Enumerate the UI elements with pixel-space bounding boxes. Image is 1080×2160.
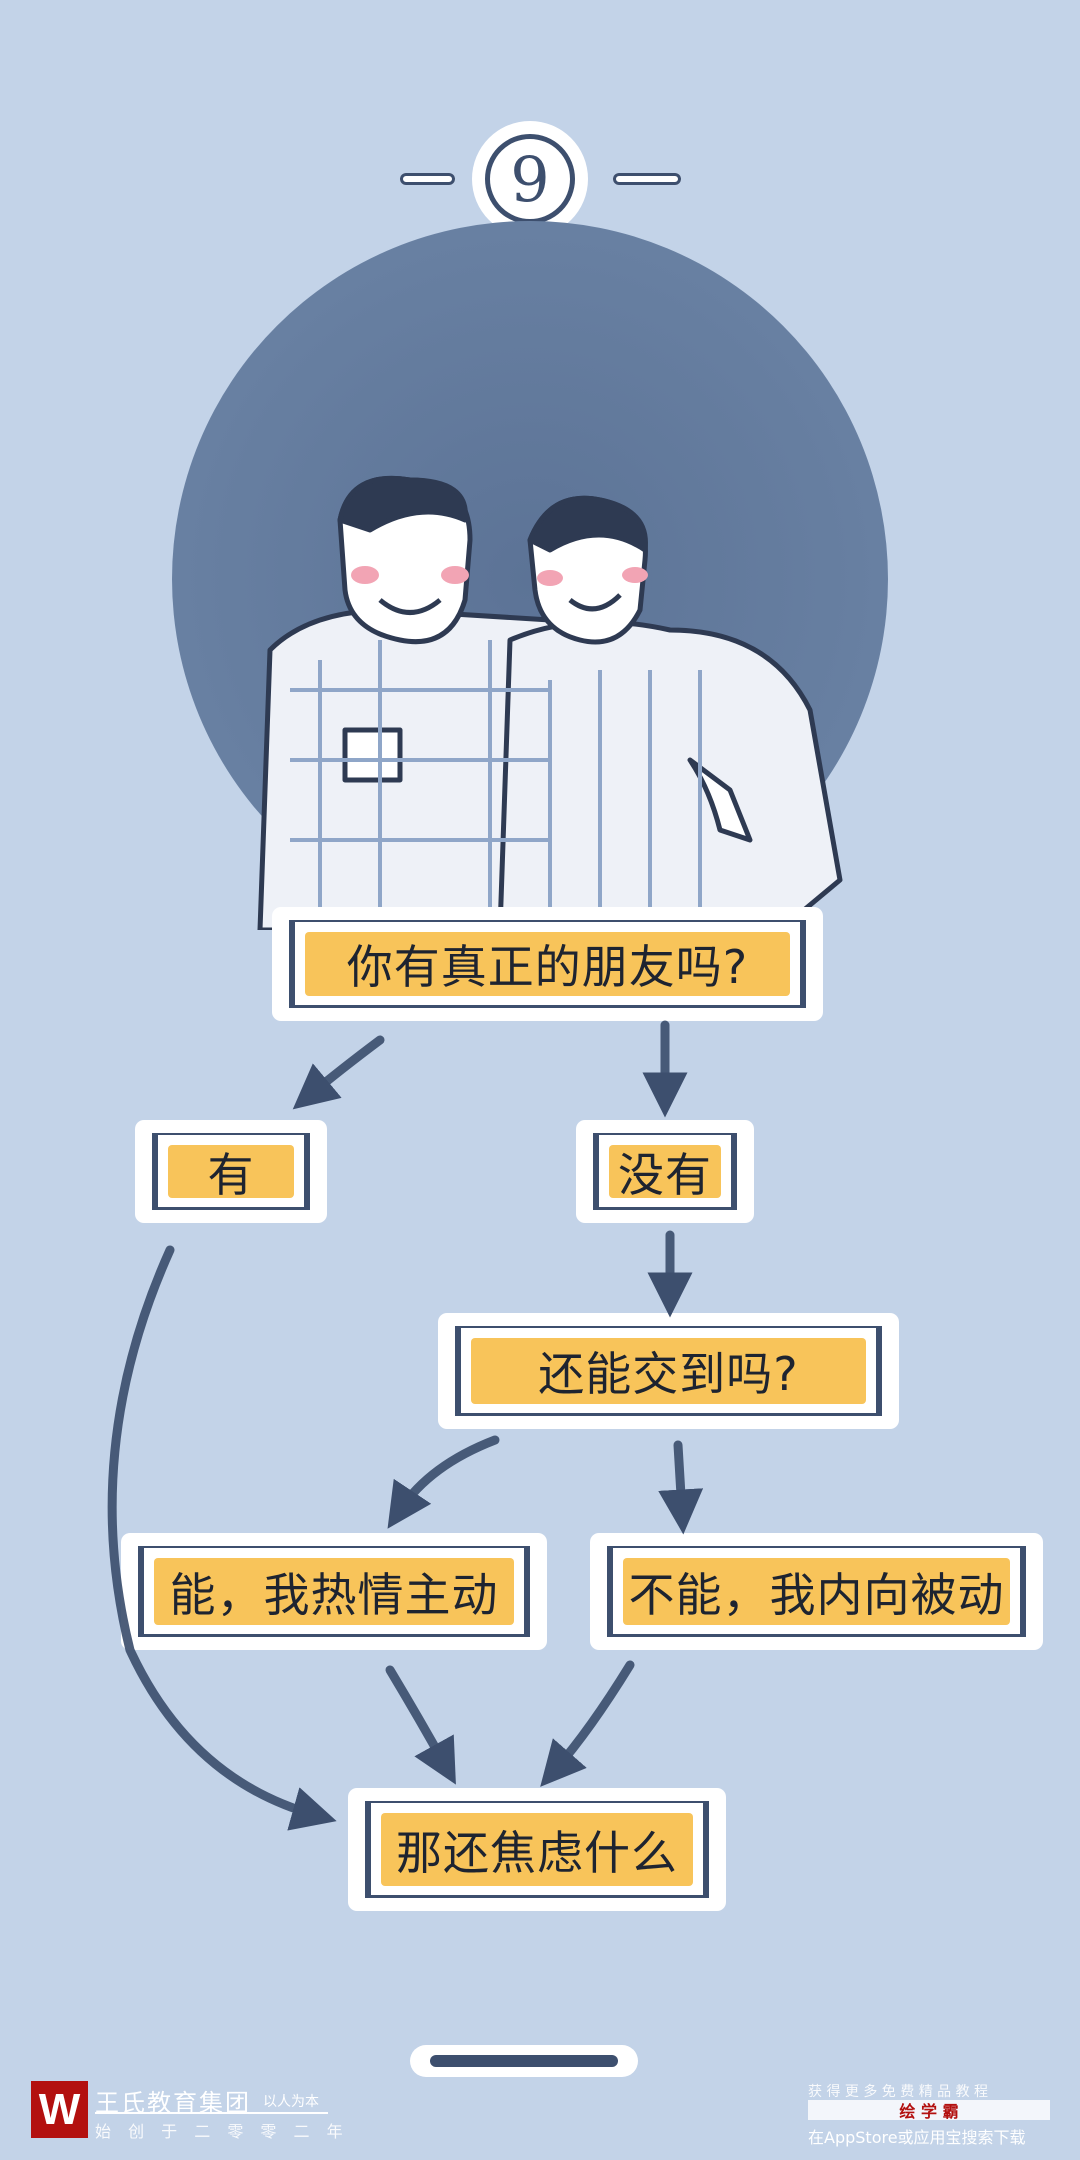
- app-name: 绘 学 霸: [899, 2102, 959, 2121]
- answer-box-yes: 有: [138, 1123, 324, 1220]
- promo-top: 获 得 更 多 免 费 精 品 教 程: [808, 2084, 989, 2100]
- question-box-friends: 你有真正的朋友吗?: [275, 910, 820, 1018]
- conclusion-text: 那还焦虑什么: [396, 1825, 678, 1880]
- arrow: [540, 1660, 635, 1787]
- brand-motto: 以人为本: [263, 2094, 319, 2110]
- answer-box-no: 没有: [579, 1123, 751, 1220]
- promo-bottom: 在AppStore或应用宝搜索下载: [808, 2128, 1026, 2147]
- arrow: [387, 1435, 500, 1529]
- question-text: 还能交到吗?: [538, 1347, 799, 1401]
- dash-left: [400, 173, 455, 185]
- answer-text: 能，我热情主动: [169, 1567, 499, 1622]
- question-text: 你有真正的朋友吗?: [346, 940, 749, 994]
- page-number: 9: [510, 142, 550, 216]
- brand-founded: 始 创 于 二 零 零 二 年: [95, 2122, 349, 2141]
- answer-text: 有: [207, 1147, 255, 1202]
- answer-box-can: 能，我热情主动: [124, 1536, 544, 1647]
- conclusion-box: 那还焦虑什么: [351, 1791, 723, 1908]
- home-indicator[interactable]: [410, 2045, 638, 2077]
- arrow: [658, 1440, 704, 1535]
- arrow: [107, 1245, 337, 1831]
- arrow: [292, 1035, 385, 1110]
- answer-text: 没有: [618, 1147, 712, 1202]
- arrow: [385, 1665, 456, 1785]
- friends-illustration: [257, 475, 843, 930]
- answer-box-cannot: 不能，我内向被动: [593, 1536, 1040, 1647]
- number-badge: 9: [472, 121, 588, 237]
- brand-divider: [95, 2112, 328, 2114]
- dash-right: [613, 173, 681, 185]
- app-name-banner: 绘 学 霸: [808, 2100, 1050, 2121]
- question-box-make-friends: 还能交到吗?: [441, 1316, 896, 1426]
- answer-text: 不能，我内向被动: [628, 1567, 1005, 1622]
- brand-logo: W: [31, 2081, 88, 2138]
